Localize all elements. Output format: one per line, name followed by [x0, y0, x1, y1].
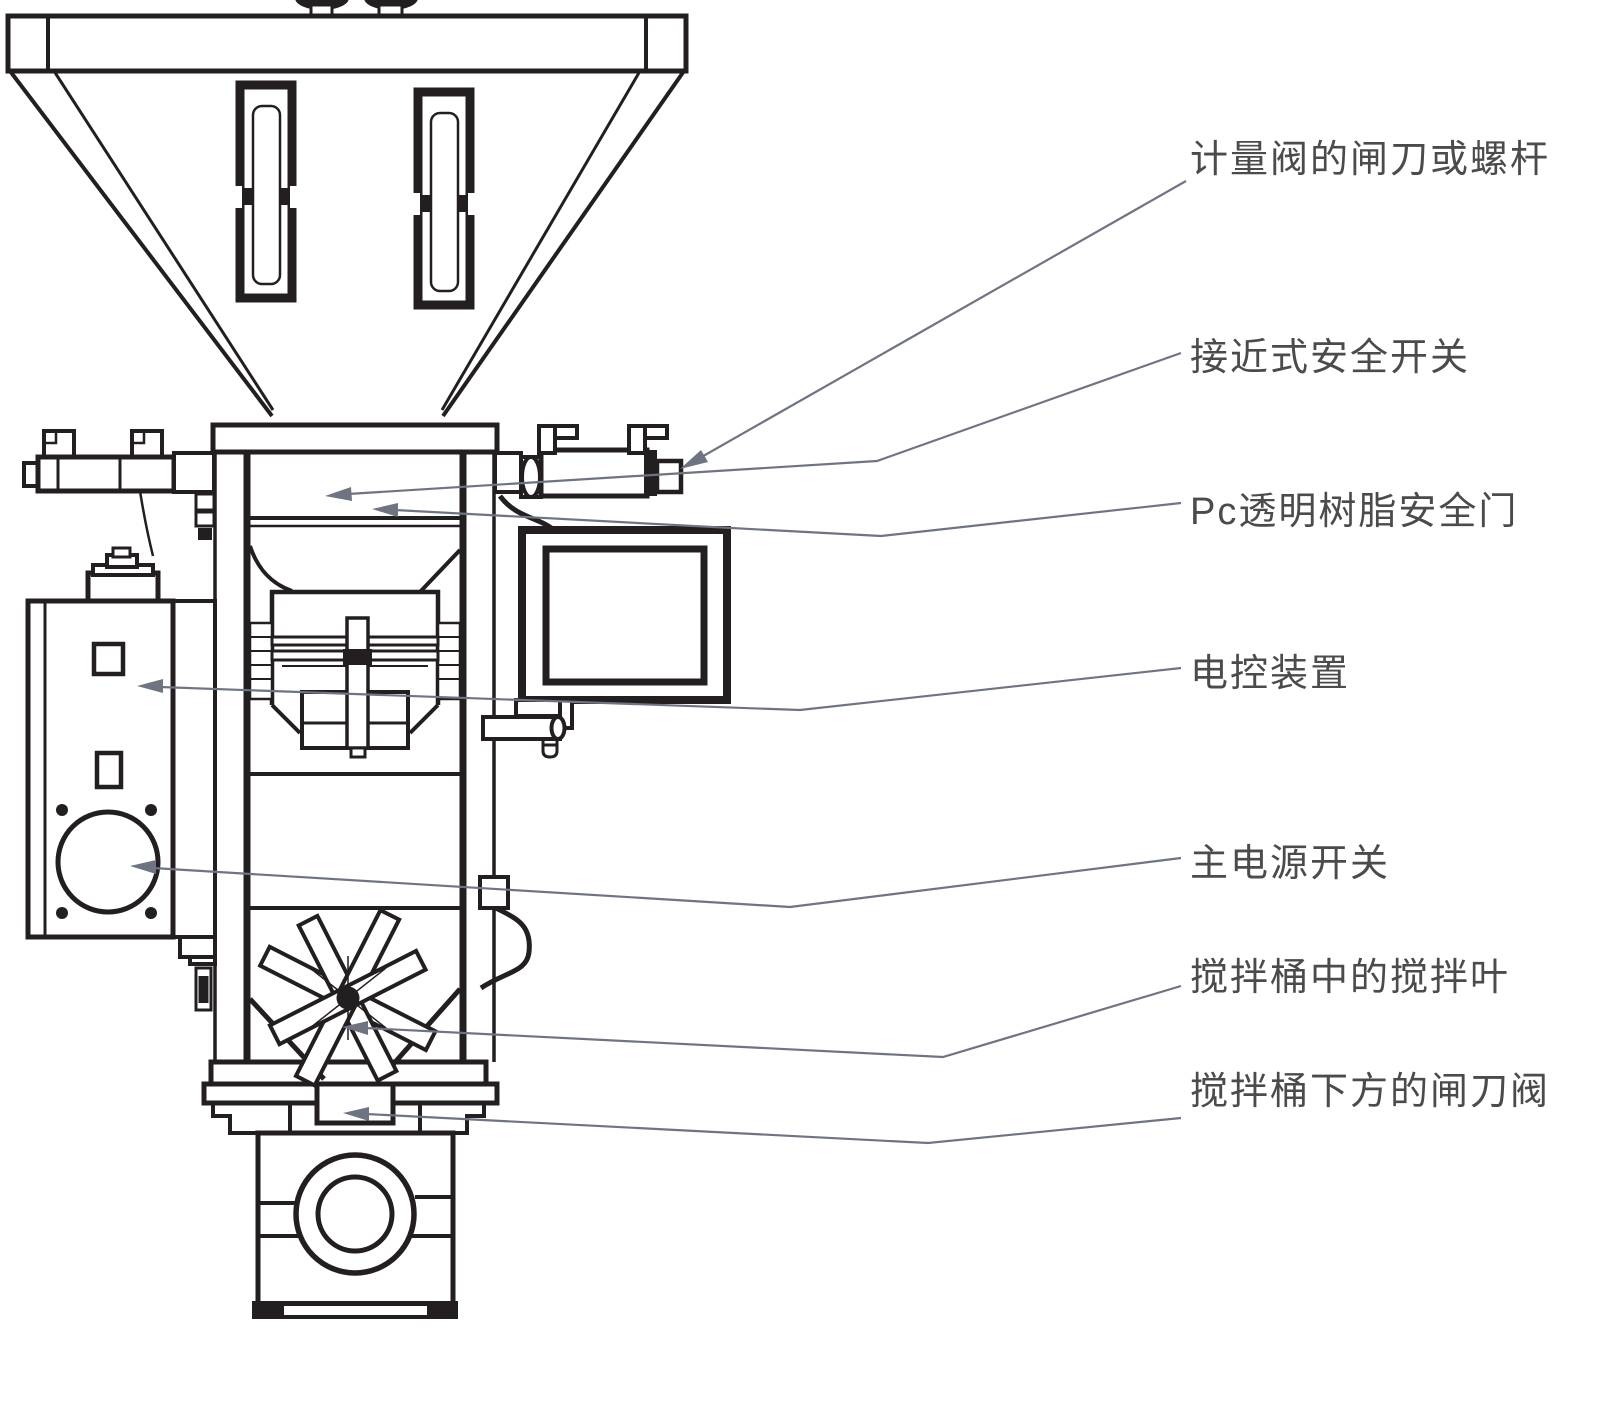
bottom-outlet — [211, 1081, 486, 1319]
metering-valve-screw-assembly — [493, 424, 684, 534]
leader-metering-valve-knife — [680, 180, 1187, 469]
leader-mixing-blades — [342, 984, 1182, 1059]
top-hopper — [5, 0, 689, 418]
label-mixing-blades: 搅拌桶中的搅拌叶 — [1190, 957, 1510, 999]
hopper-top-bar — [5, 13, 689, 74]
label-gate-valve-below-barrel: 搅拌桶下方的闸刀阀 — [1190, 1071, 1550, 1113]
label-pc-safety-door: Pc透明树脂安全门 — [1190, 491, 1518, 533]
leader-main-power-switch — [130, 856, 1182, 909]
label-main-power-switch: 主电源开关 — [1190, 843, 1390, 885]
sight-glass-right — [411, 87, 477, 310]
label-electric-control-unit: 电控装置 — [1190, 653, 1350, 695]
cable-right — [479, 905, 532, 991]
hopper-wall-outer-right — [441, 69, 686, 418]
wall-bracket-right — [478, 875, 510, 910]
body-top-plate — [210, 422, 500, 455]
metering-screw-rod — [345, 616, 370, 750]
side-pipe — [481, 715, 562, 741]
sight-glass-left — [233, 80, 299, 303]
leader-gate-valve — [343, 1107, 1182, 1145]
leader-pc-safety-door — [372, 501, 1182, 538]
left-mount-assembly — [22, 429, 216, 557]
mixing-barrel — [188, 875, 532, 1089]
cable-left — [138, 490, 155, 557]
screw-end-cap — [654, 458, 684, 495]
leader-proximity-safety-switch — [325, 351, 1182, 501]
label-metering-valve-knife: 计量阀的闸刀或螺杆 — [1190, 139, 1550, 181]
screw-barrel — [538, 447, 650, 499]
label-proximity-safety-switch: 接近式安全开关 — [1190, 337, 1470, 379]
main-power-switch-dial — [55, 809, 161, 915]
control-screen — [481, 526, 731, 759]
screen-panel — [542, 545, 708, 686]
box-motor — [85, 570, 161, 604]
gate-valve — [314, 1081, 396, 1126]
metering-mechanism — [248, 545, 462, 759]
hopper-wall-outer-left — [8, 69, 274, 418]
mixing-blades — [257, 907, 439, 1089]
blade-hub — [336, 986, 360, 1010]
outlet-flange-inner — [315, 1174, 395, 1254]
electric-control-box — [25, 546, 217, 959]
leader-electric-control-unit — [137, 666, 1182, 712]
